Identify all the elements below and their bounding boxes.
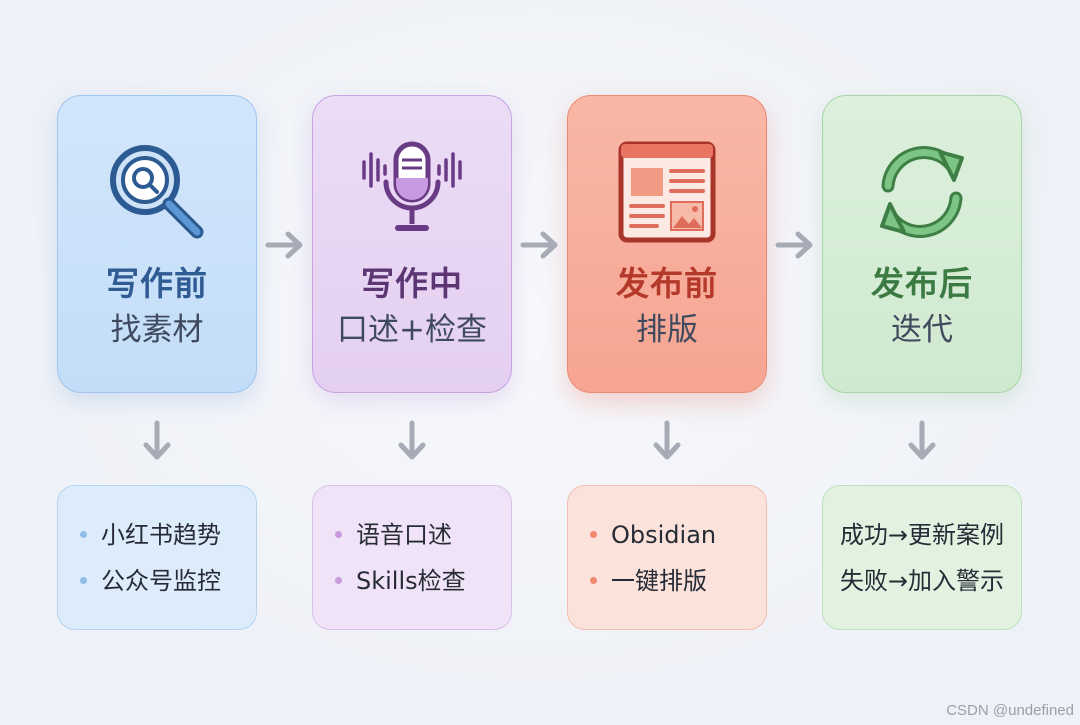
flow-arrow-right-icon: [520, 231, 558, 259]
layout-document-icon: [618, 141, 716, 243]
detail-card-before-publishing: Obsidian 一键排版: [567, 485, 767, 630]
stage-title: 发布前: [616, 264, 718, 303]
list-item: 公众号监控: [58, 558, 256, 604]
magnifier-icon: [110, 145, 204, 239]
stage-subtitle: 排版: [636, 312, 698, 348]
bullet-dot-icon: [335, 531, 342, 538]
detail-card-after-publishing: 成功→更新案例 失败→加入警示: [822, 485, 1022, 630]
bullet-dot-icon: [80, 577, 87, 584]
detail-card-before-writing: 小红书趋势 公众号监控: [57, 485, 257, 630]
list-item: 小红书趋势: [58, 512, 256, 558]
bullet-dot-icon: [335, 577, 342, 584]
flow-arrow-right-icon: [265, 231, 303, 259]
list-item: 失败→加入警示: [839, 566, 1005, 595]
list-item: 成功→更新案例: [839, 520, 1005, 549]
stage-subtitle: 迭代: [891, 312, 953, 348]
flow-arrow-down-icon: [653, 420, 681, 460]
stage-title: 写作中: [361, 264, 463, 303]
list-item: 一键排版: [568, 558, 766, 604]
stage-subtitle: 口述+检查: [337, 312, 487, 348]
list-item: Obsidian: [568, 512, 766, 558]
stage-card-before-publishing: 发布前 排版: [567, 95, 767, 393]
flow-arrow-right-icon: [775, 231, 813, 259]
stage-card-after-publishing: 发布后 迭代: [822, 95, 1022, 393]
stage-card-while-writing: 写作中 口述+检查: [312, 95, 512, 393]
stage-subtitle: 找素材: [110, 312, 204, 348]
microphone-icon: [362, 141, 462, 231]
stage-title: 发布后: [871, 264, 973, 303]
bullet-dot-icon: [80, 531, 87, 538]
stage-card-before-writing: 写作前 找素材: [57, 95, 257, 393]
stage-title: 写作前: [106, 264, 208, 303]
bullet-dot-icon: [590, 577, 597, 584]
list-item: Skills检查: [313, 558, 511, 604]
flow-arrow-down-icon: [908, 420, 936, 460]
flow-arrow-down-icon: [143, 420, 171, 460]
watermark: CSDN @undefined: [946, 702, 1074, 719]
refresh-cycle-icon: [880, 146, 964, 238]
bullet-dot-icon: [590, 531, 597, 538]
list-item: 语音口述: [313, 512, 511, 558]
detail-card-while-writing: 语音口述 Skills检查: [312, 485, 512, 630]
flow-arrow-down-icon: [398, 420, 426, 460]
